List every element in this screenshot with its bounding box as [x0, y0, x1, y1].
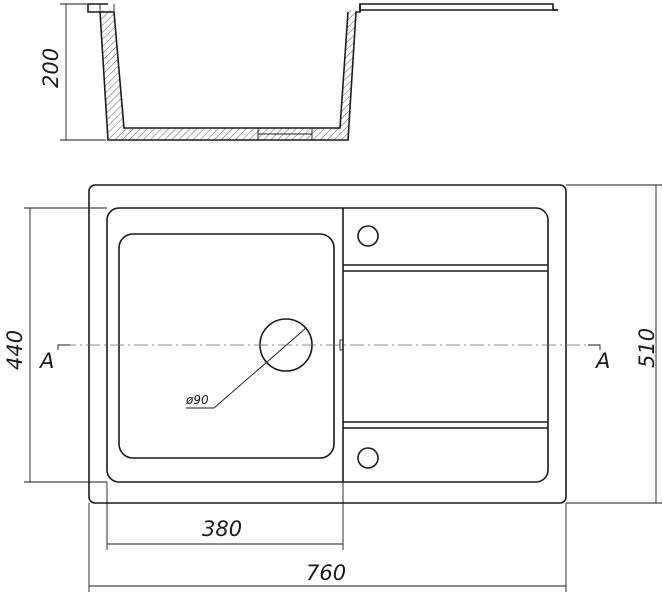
depth-value: 200 — [39, 48, 63, 88]
section-mark-left: A — [38, 349, 54, 373]
sink-bowl — [118, 233, 335, 459]
section-drain-opening — [257, 128, 313, 140]
section-lip — [99, 4, 115, 12]
bowl-width-value: 380 — [202, 517, 242, 541]
section-rim — [88, 3, 558, 12]
plan-view: ø90 — [62, 184, 600, 504]
bowl-width-dimension: 380 — [106, 482, 344, 550]
side-section-view — [87, 3, 558, 141]
section-mark-right: A — [594, 349, 610, 373]
drain-leader — [213, 327, 307, 409]
drainboard-ribs — [343, 264, 548, 429]
drain-diameter-label: ø90 — [185, 393, 209, 407]
tap-hole-bottom — [357, 447, 379, 469]
inner-length-dimension: 440 — [3, 207, 107, 483]
outer-length-value: 510 — [635, 328, 659, 368]
sink-outer-rim — [88, 184, 567, 504]
overall-width-value: 760 — [306, 561, 346, 585]
tap-hole-top — [357, 225, 379, 247]
section-inner-contour — [100, 11, 349, 129]
section-marks: A A — [38, 344, 610, 373]
depth-dimension: 200 — [39, 3, 106, 141]
section-hatch — [100, 10, 356, 140]
section-outer-contour — [87, 3, 558, 141]
overall-width-dimension: 760 — [88, 503, 567, 592]
inner-length-value: 440 — [3, 330, 27, 370]
outer-length-dimension: 510 — [566, 184, 662, 504]
